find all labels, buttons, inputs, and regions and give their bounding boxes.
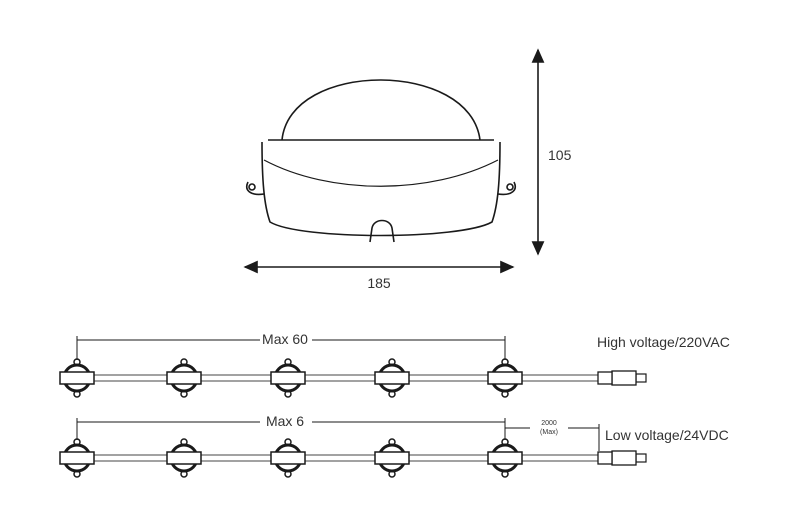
led-node (166, 438, 202, 478)
led-node (374, 438, 410, 478)
voltage-label: High voltage/220VAC (597, 334, 730, 350)
max-nodes-label: Max 60 (262, 331, 308, 347)
connector-plug (597, 450, 647, 466)
dome-light-drawing (246, 79, 516, 243)
led-node (166, 358, 202, 398)
led-node (59, 358, 95, 398)
span-dimension-line (76, 336, 506, 360)
led-node (270, 438, 306, 478)
max-nodes-label: Max 6 (266, 413, 304, 429)
led-node (374, 358, 410, 398)
high-voltage-string: Max 60 High voltage/220VAC (59, 331, 730, 398)
led-node (270, 358, 306, 398)
span-dimension-line (76, 418, 600, 451)
voltage-label: Low voltage/24VDC (605, 427, 729, 443)
led-node (487, 358, 523, 398)
height-label: 105 (548, 147, 572, 163)
led-node (59, 438, 95, 478)
connector-plug (597, 370, 647, 386)
low-voltage-string: Max 6 Low voltage/24VDC 2000 (Max) (59, 413, 729, 478)
lead-length-label: 2000 (541, 420, 557, 427)
width-label: 185 (367, 275, 391, 291)
lead-note-label: (Max) (540, 429, 558, 436)
led-node (487, 438, 523, 478)
